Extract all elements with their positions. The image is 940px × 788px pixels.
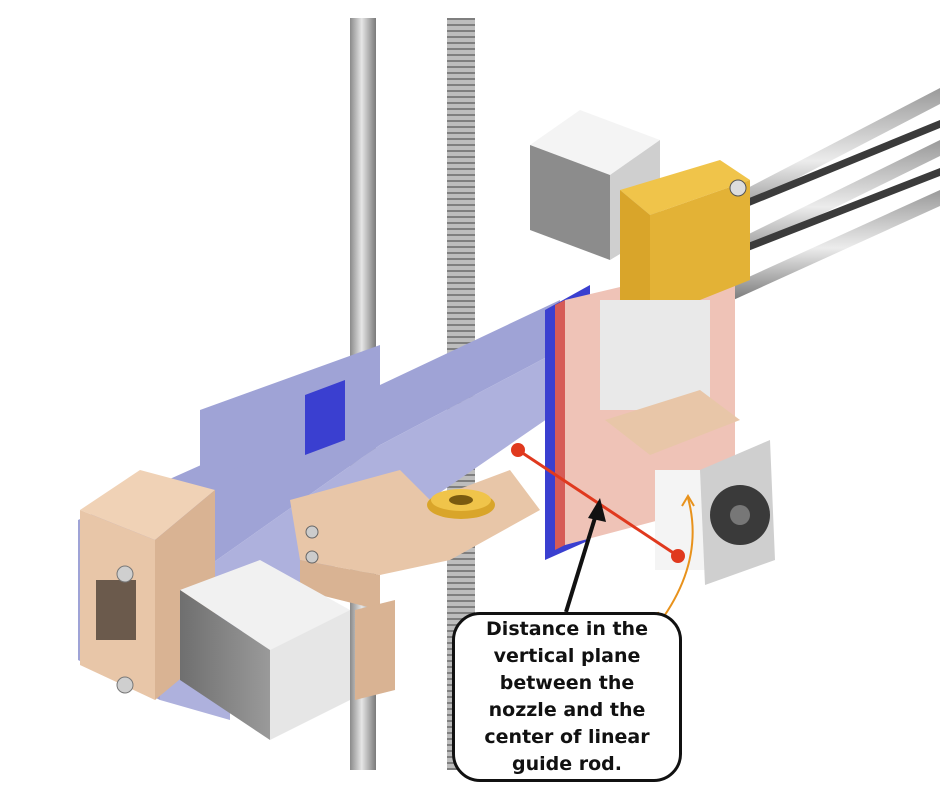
bottom-stepper-motor xyxy=(180,560,350,740)
nozzle-marker xyxy=(671,549,685,563)
hotend-assembly xyxy=(600,300,775,585)
callout-box: Distance in the vertical plane between t… xyxy=(452,612,682,782)
brass-nut xyxy=(427,489,495,519)
callout-text: Distance in the vertical plane between t… xyxy=(484,618,650,775)
horizontal-guide-rods xyxy=(690,88,940,306)
blue-bracket xyxy=(305,380,345,455)
pointer-arrow xyxy=(564,498,606,613)
rod-center-marker xyxy=(511,443,525,457)
brass-extruder xyxy=(620,160,750,320)
